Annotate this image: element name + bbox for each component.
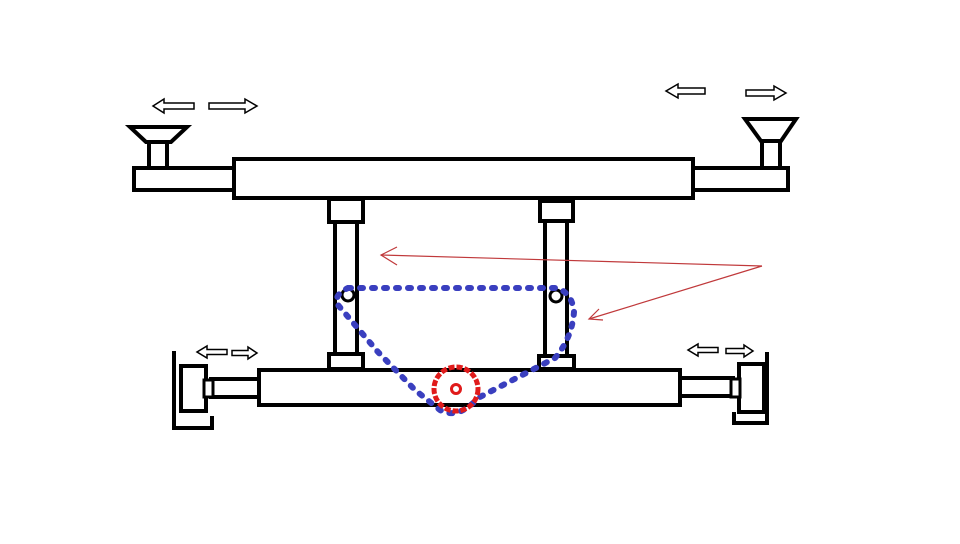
vertical-posts: [327, 197, 576, 371]
right-post-top-collar: [538, 199, 575, 223]
left-post-bottom-collar: [327, 352, 365, 371]
upper-main-beam: [232, 157, 695, 200]
lower-main-beam: [257, 368, 682, 407]
pointer-arrowhead-lower: [587, 308, 604, 321]
upper-left-extension: [132, 166, 236, 192]
upper-beam-assembly: [124, 117, 800, 200]
upper-left-arrow-left-icon: [151, 97, 195, 115]
upper-right-arrow-left-icon: [664, 82, 706, 100]
left-clamp-bracket: [172, 351, 214, 430]
left-post-top-collar: [327, 197, 365, 224]
right-pulley: [548, 288, 564, 304]
sprocket-hub: [450, 383, 462, 395]
right-clamp-pad: [737, 362, 766, 414]
right-clamp-nut: [729, 377, 742, 399]
lower-left-rod: [209, 377, 261, 399]
pointer-line-upper: [380, 254, 763, 267]
left-clamp-nut: [202, 378, 215, 399]
sprocket-gear-icon: [431, 364, 481, 414]
upper-right-arrow-right-icon: [745, 84, 788, 102]
pointer-arrowhead-upper: [379, 246, 398, 266]
right-cup-stem: [760, 139, 782, 170]
pointer-line-lower: [588, 265, 763, 320]
left-support-cup: [124, 125, 193, 144]
right-support-cup: [741, 117, 800, 143]
direction-pointer: [379, 246, 763, 321]
upper-left-arrow-right-icon: [208, 97, 259, 115]
lower-beam-assembly: [172, 351, 769, 430]
lower-right-arrow-right-icon: [725, 343, 755, 359]
adjustment-arrows: [151, 82, 788, 361]
lower-left-arrow-right-icon: [231, 345, 259, 361]
left-clamp-pad: [179, 364, 208, 413]
lower-right-arrow-left-icon: [686, 342, 719, 358]
left-cup-stem: [147, 140, 169, 170]
sprocket-outer-ring: [431, 364, 481, 414]
lower-left-arrow-left-icon: [195, 344, 228, 360]
upper-right-extension: [691, 166, 790, 192]
right-clamp-bracket: [732, 352, 769, 425]
lower-right-rod: [678, 376, 735, 398]
